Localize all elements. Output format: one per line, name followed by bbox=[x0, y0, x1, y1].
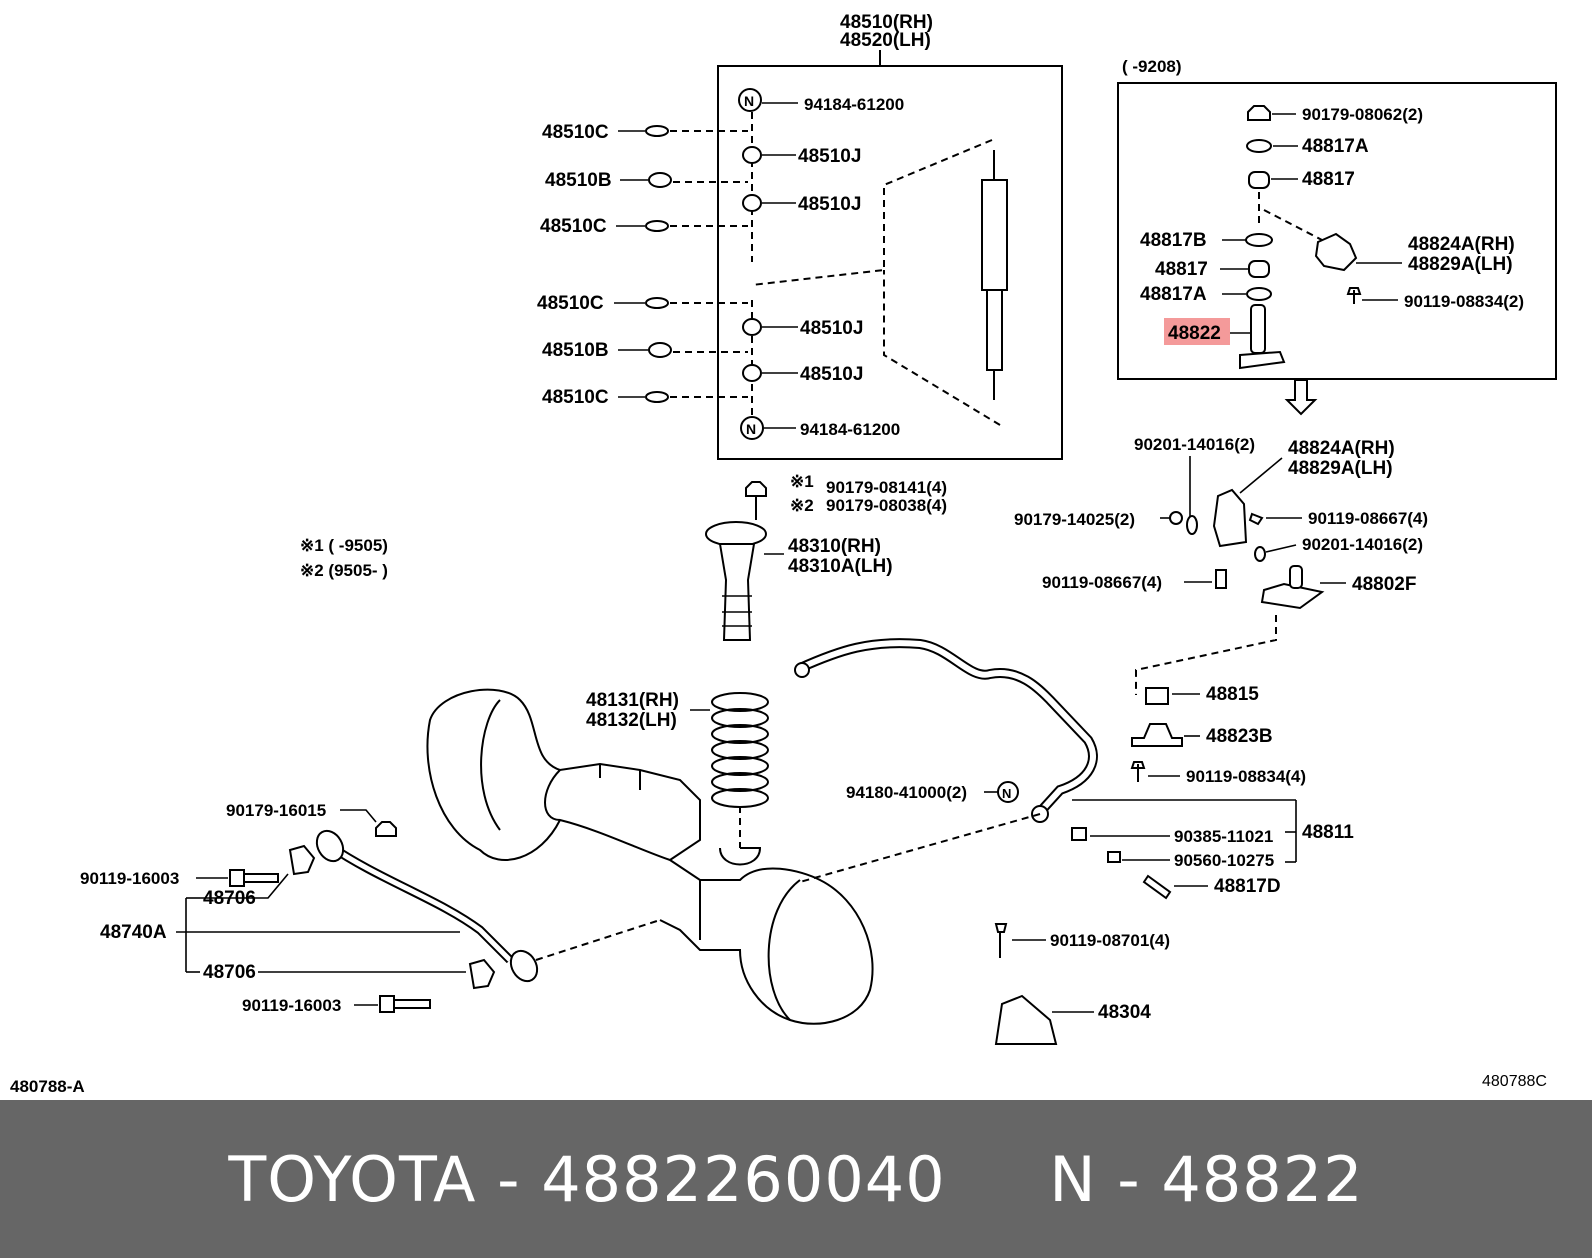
label-48817-1[interactable]: 48817 bbox=[1302, 169, 1355, 190]
part-number-banner: TOYOTA - 4882260040 N - 48822 bbox=[0, 1100, 1592, 1258]
label-48310[interactable]: 48310(RH) bbox=[788, 536, 881, 557]
bumper-48304-group: 90119-08701(4) 48304 bbox=[994, 923, 1170, 1045]
bushing-icon-2 bbox=[742, 194, 762, 212]
stabilizer-group: 48815 48823B 90119-08834(4) 94180-41000(… bbox=[794, 638, 1354, 900]
label-48829a-1[interactable]: 48829A(LH) bbox=[1408, 254, 1513, 275]
diagram-code-right[interactable]: 480788C bbox=[1482, 1073, 1547, 1090]
label-48822[interactable]: 48822 bbox=[1168, 323, 1221, 344]
label-48510c-4[interactable]: 48510C bbox=[542, 387, 609, 408]
coil-spring-icon bbox=[711, 692, 769, 808]
label-90201-14016-a[interactable]: 90201-14016(2) bbox=[1134, 435, 1255, 454]
insulator-icon bbox=[705, 521, 767, 641]
svg-text:N: N bbox=[746, 421, 756, 437]
label-48802f[interactable]: 48802F bbox=[1352, 574, 1416, 595]
label-48740a[interactable]: 48740A bbox=[100, 922, 167, 943]
label-90119-16003-a[interactable]: 90119-16003 bbox=[80, 869, 179, 888]
highlight-48822 bbox=[1164, 318, 1230, 345]
note-2[interactable]: ※2 (9505- ) bbox=[300, 561, 388, 580]
label-90179-08141[interactable]: 90179-08141(4) bbox=[826, 478, 947, 497]
stabilizer-bracket-icon bbox=[1131, 723, 1183, 747]
label-48510j-2[interactable]: 48510J bbox=[798, 194, 861, 215]
label-90119-08834-a[interactable]: 90119-08834(2) bbox=[1404, 292, 1524, 311]
label-48811[interactable]: 48811 bbox=[1302, 822, 1354, 843]
label-90119-08701[interactable]: 90119-08701(4) bbox=[1050, 931, 1170, 950]
label-94184-bottom[interactable]: 94184-61200 bbox=[800, 420, 900, 439]
label-90119-08834-b[interactable]: 90119-08834(4) bbox=[1186, 767, 1306, 786]
label-90119-08667-b[interactable]: 90119-08667(4) bbox=[1042, 573, 1162, 592]
label-48510c-2[interactable]: 48510C bbox=[540, 216, 607, 237]
bolt-icon bbox=[1346, 287, 1362, 304]
label-48510b-2[interactable]: 48510B bbox=[542, 340, 609, 361]
label-90385-11021[interactable]: 90385-11021 bbox=[1174, 827, 1273, 846]
bump-stopper-icon bbox=[1239, 304, 1286, 370]
label-48132[interactable]: 48132(LH) bbox=[586, 710, 677, 731]
svg-text:N: N bbox=[744, 93, 754, 109]
note-mark-1[interactable]: ※1 bbox=[790, 472, 814, 491]
label-48510c-3[interactable]: 48510C bbox=[537, 293, 604, 314]
label-48706-b[interactable]: 48706 bbox=[203, 962, 256, 983]
shock-absorber-group: 48510(RH) 48520(LH) N 94184-61200 48510J bbox=[537, 12, 1063, 460]
label-48817a-1[interactable]: 48817A bbox=[1302, 136, 1369, 157]
label-90201-14016-b[interactable]: 90201-14016(2) bbox=[1302, 535, 1423, 554]
label-90179-14025[interactable]: 90179-14025(2) bbox=[1014, 510, 1135, 529]
bushing-icon-4 bbox=[742, 364, 762, 382]
label-48829a-2[interactable]: 48829A(LH) bbox=[1288, 458, 1393, 479]
nut-n-icon-bottom bbox=[740, 416, 764, 440]
label-90119-08667-a[interactable]: 90119-08667(4) bbox=[1308, 509, 1428, 528]
label-90179-16015[interactable]: 90179-16015 bbox=[226, 801, 326, 820]
label-48310a[interactable]: 48310A(LH) bbox=[788, 556, 893, 577]
label-48510c-1[interactable]: 48510C bbox=[542, 122, 609, 143]
nut-n-icon-mid bbox=[997, 781, 1019, 803]
bracket-icon bbox=[1314, 232, 1358, 272]
spring-group: ※1 90179-08141(4) ※2 90179-08038(4) 4831… bbox=[586, 472, 947, 848]
label-48706-a[interactable]: 48706 bbox=[203, 888, 256, 909]
label-48510j-4[interactable]: 48510J bbox=[800, 364, 863, 385]
note-mark-2[interactable]: ※2 bbox=[790, 496, 814, 515]
part-number-text: TOYOTA - 4882260040 N - 48822 bbox=[228, 1142, 1364, 1216]
box2-range[interactable]: ( -9208) bbox=[1122, 57, 1182, 76]
label-48817d[interactable]: 48817D bbox=[1214, 876, 1281, 897]
axle-housing-icon bbox=[426, 688, 874, 1025]
label-48817a-2[interactable]: 48817A bbox=[1140, 284, 1207, 305]
note-1[interactable]: ※1 ( -9505) bbox=[300, 536, 388, 555]
bumper-48304-icon bbox=[994, 994, 1058, 1045]
label-48131[interactable]: 48131(RH) bbox=[586, 690, 679, 711]
label-48510j-3[interactable]: 48510J bbox=[800, 318, 863, 339]
bump-stopper-box bbox=[1117, 82, 1557, 380]
nut-n-icon-top bbox=[738, 88, 762, 112]
label-94184-top[interactable]: 94184-61200 bbox=[804, 95, 904, 114]
bushing-icon bbox=[1145, 687, 1169, 705]
label-48304[interactable]: 48304 bbox=[1098, 1002, 1151, 1023]
label-48823b[interactable]: 48823B bbox=[1206, 726, 1273, 747]
label-48510j-1[interactable]: 48510J bbox=[798, 146, 861, 167]
label-90119-16003-b[interactable]: 90119-16003 bbox=[242, 996, 341, 1015]
plate-icon bbox=[1260, 582, 1325, 610]
parts-diagram: 48510(RH) 48520(LH) N 94184-61200 48510J bbox=[10, 12, 1557, 1096]
label-90560-10275[interactable]: 90560-10275 bbox=[1174, 851, 1274, 870]
svg-text:N: N bbox=[1002, 786, 1011, 801]
shock-absorber-icon bbox=[751, 139, 1008, 426]
bump-stopper-group: ( -9208) 90179-08062(2) 48817A 48817 488… bbox=[1117, 57, 1557, 416]
label-48817b[interactable]: 48817B bbox=[1140, 230, 1207, 251]
diagram-code-left[interactable]: 480788-A bbox=[10, 1077, 85, 1096]
nut-icon bbox=[1247, 105, 1271, 121]
shock-absorber-box bbox=[717, 65, 1063, 460]
arrow-down-icon bbox=[1284, 379, 1318, 416]
label-48815[interactable]: 48815 bbox=[1206, 684, 1259, 705]
label-48824a-1[interactable]: 48824A(RH) bbox=[1408, 234, 1515, 255]
nut-icon-top bbox=[745, 481, 767, 497]
lateral-rod-group: 90179-16015 90119-16003 48706 48740A 487… bbox=[80, 801, 661, 1015]
label-90179-08062[interactable]: 90179-08062(2) bbox=[1302, 105, 1423, 124]
bushing-icon-1 bbox=[742, 146, 762, 164]
mount-bracket-icon bbox=[1212, 488, 1248, 548]
mount-group: 90201-14016(2) 48824A(RH) 48829A(LH) 901… bbox=[1014, 435, 1428, 695]
label-48520[interactable]: 48520(LH) bbox=[840, 30, 931, 51]
label-48824a-2[interactable]: 48824A(RH) bbox=[1288, 438, 1395, 459]
label-48510b-1[interactable]: 48510B bbox=[545, 170, 612, 191]
label-94180-41000[interactable]: 94180-41000(2) bbox=[846, 783, 967, 802]
bushing-icon-3 bbox=[742, 318, 762, 336]
label-48510[interactable]: 48510(RH) bbox=[840, 12, 933, 33]
label-48817-2[interactable]: 48817 bbox=[1155, 259, 1208, 280]
label-90179-08038[interactable]: 90179-08038(4) bbox=[826, 496, 947, 515]
